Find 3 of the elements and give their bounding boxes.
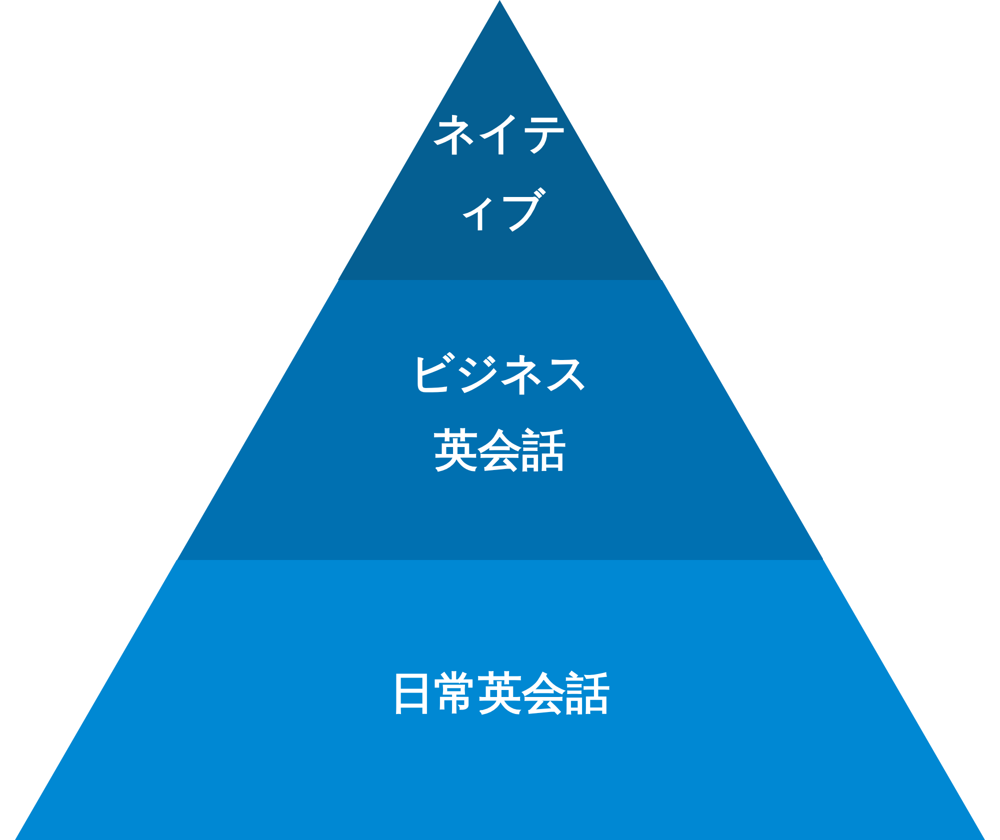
tier-label: 日常英会話 [389, 667, 611, 721]
tier-label: ビジネス英会話 [408, 347, 591, 478]
tier-label: ネイティブ [431, 107, 568, 238]
